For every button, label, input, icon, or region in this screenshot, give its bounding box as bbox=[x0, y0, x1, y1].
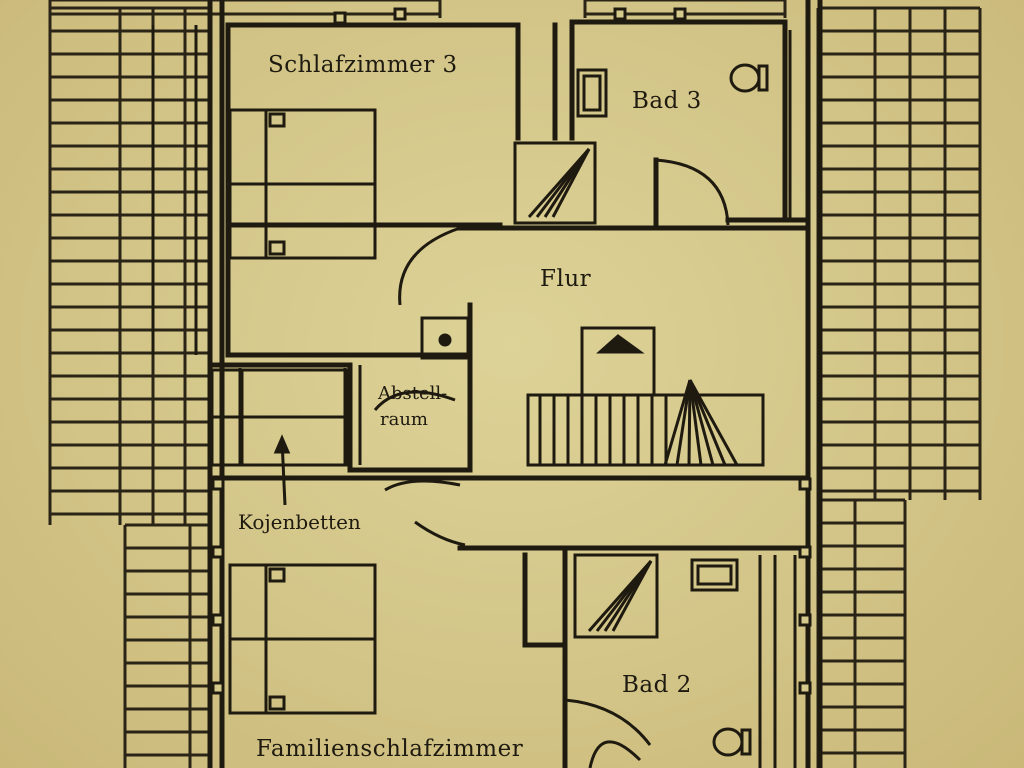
walls bbox=[207, 0, 823, 768]
door-swing-icon bbox=[564, 698, 652, 746]
fixtures bbox=[210, 7, 812, 757]
wall-16 bbox=[347, 362, 468, 473]
chimney-icon bbox=[420, 316, 470, 360]
bed-icon bbox=[210, 368, 349, 467]
room-label-familienschlafzimmer: Familienschlafzimmer bbox=[256, 736, 524, 762]
wall-post bbox=[673, 7, 687, 21]
wall-post bbox=[211, 613, 225, 627]
washbasin-icon bbox=[690, 558, 739, 592]
bed-icon bbox=[228, 108, 377, 260]
room-label-schlafzimmer-3: Schlafzimmer 3 bbox=[268, 52, 458, 78]
roof-slope-left-upper bbox=[48, 6, 212, 525]
roof-slope-top-left bbox=[48, 0, 442, 18]
bed-icon bbox=[228, 563, 377, 715]
door-swing-icon bbox=[414, 520, 466, 547]
wall-post bbox=[211, 545, 225, 559]
thin-walls bbox=[151, 25, 797, 768]
wall-20 bbox=[522, 552, 568, 648]
roof-slope-right-upper bbox=[816, 6, 982, 500]
shower-icon bbox=[513, 141, 597, 225]
toilet-icon bbox=[712, 727, 752, 757]
wall-post bbox=[393, 7, 407, 21]
room-label-kojenbetten: Kojenbetten bbox=[238, 510, 361, 534]
door-swing-icon bbox=[398, 226, 461, 306]
wall-post bbox=[613, 7, 627, 21]
toilet-icon bbox=[729, 63, 769, 93]
room-label-abstellraum-line1: Abstell- bbox=[378, 383, 448, 404]
wall-post bbox=[798, 613, 812, 627]
shower-icon bbox=[573, 553, 659, 639]
door-swing-icon bbox=[588, 740, 642, 768]
roof-slope-left-lower bbox=[123, 523, 212, 768]
room-label-bad-3: Bad 3 bbox=[632, 88, 702, 114]
door-swing-icon bbox=[655, 158, 730, 226]
wall-post bbox=[211, 681, 225, 695]
staircase-icon bbox=[526, 326, 765, 467]
wall-post bbox=[798, 545, 812, 559]
wall-post bbox=[798, 681, 812, 695]
wall-6 bbox=[225, 22, 473, 358]
door-swing-icon bbox=[373, 390, 456, 411]
wall-post bbox=[211, 477, 225, 491]
roof-slope-hatching bbox=[48, 0, 982, 768]
door-swing-icon bbox=[384, 479, 461, 492]
wall-post bbox=[798, 477, 812, 491]
room-label-abstellraum-line2: raum bbox=[380, 409, 428, 430]
room-label-flur: Flur bbox=[540, 266, 592, 292]
wall-post bbox=[333, 11, 347, 25]
roof-slope-right-lower bbox=[816, 498, 907, 768]
arrow-icon bbox=[273, 434, 291, 506]
room-label-bad-2: Bad 2 bbox=[622, 672, 692, 698]
washbasin-icon bbox=[576, 68, 608, 118]
